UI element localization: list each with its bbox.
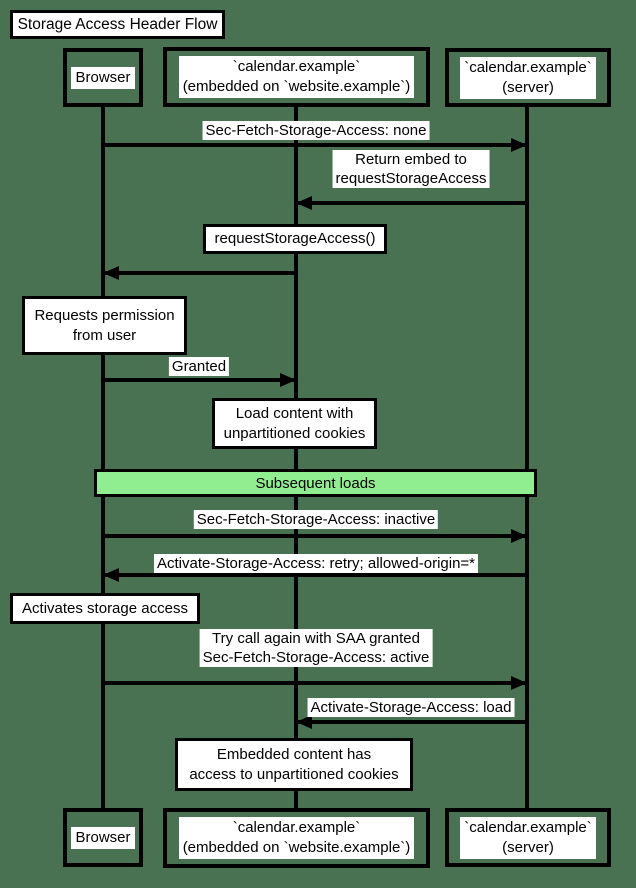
participant-top-embedded: `calendar.example` (embedded on `website… xyxy=(163,47,430,107)
message-label-m7-line2: Sec-Fetch-Storage-Access: active xyxy=(202,649,430,666)
note-requests-permission-line2: from user xyxy=(72,326,137,344)
participant-bottom-embedded-label: `calendar.example` (embedded on `website… xyxy=(178,817,415,859)
lifeline-browser xyxy=(101,105,105,810)
arrow-m2-line xyxy=(296,201,527,205)
message-label-m8: Activate-Storage-Access: load xyxy=(307,698,515,717)
message-label-m6: Activate-Storage-Access: retry; allowed-… xyxy=(153,554,479,573)
participant-top-browser: Browser xyxy=(63,48,143,107)
participant-bottom-server-line1: `calendar.example` xyxy=(464,818,592,836)
note-requests-permission-line1: Requests permission xyxy=(34,306,175,324)
arrow-m8-head-left-icon xyxy=(296,715,312,729)
participant-bottom-server-label: `calendar.example` (server) xyxy=(460,816,596,859)
arrow-m2-head-left-icon xyxy=(296,196,312,210)
note-activates-storage-text: Activates storage access xyxy=(22,599,188,617)
note-request-storage-access-text: requestStorageAccess() xyxy=(214,230,376,247)
message-label-m2-line2: requestStorageAccess xyxy=(335,170,487,187)
participant-bottom-browser-label: Browser xyxy=(71,826,135,849)
participant-bottom-embedded: `calendar.example` (embedded on `website… xyxy=(163,808,430,868)
note-embedded-access-line2: access to unpartitioned cookies xyxy=(189,765,399,783)
diagram-title: Storage Access Header Flow xyxy=(17,15,218,33)
participant-bottom-embedded-line1: `calendar.example` xyxy=(232,819,361,836)
note-activates-storage: Activates storage access xyxy=(10,593,200,624)
note-load-content: Load content with unpartitioned cookies xyxy=(212,398,377,449)
arrow-m3-head-left-icon xyxy=(103,266,119,280)
arrow-m1-line xyxy=(103,143,527,147)
participant-bottom-server: `calendar.example` (server) xyxy=(445,808,611,867)
participant-top-server-line1: `calendar.example` xyxy=(464,58,592,76)
message-label-m7-line1: Try call again with SAA granted xyxy=(212,630,420,647)
participant-bottom-server-line2: (server) xyxy=(502,838,554,856)
lifeline-embedded xyxy=(294,105,298,810)
message-label-m7: Try call again with SAA granted Sec-Fetc… xyxy=(199,629,433,667)
arrow-m7-line xyxy=(103,681,527,685)
message-label-m2-line1: Return embed to xyxy=(355,151,467,168)
note-embedded-access-line1: Embedded content has xyxy=(216,745,372,763)
arrow-m7-head-right-icon xyxy=(511,676,527,690)
note-request-storage-access: requestStorageAccess() xyxy=(203,224,387,254)
participant-bottom-embedded-line2: (embedded on `website.example`) xyxy=(182,839,411,856)
arrow-m1-head-right-icon xyxy=(511,138,527,152)
participant-top-embedded-line2: (embedded on `website.example`) xyxy=(182,78,411,95)
divider-subsequent-loads: Subsequent loads xyxy=(94,469,537,497)
participant-bottom-browser: Browser xyxy=(63,808,143,867)
participant-top-embedded-label: `calendar.example` (embedded on `website… xyxy=(178,56,415,98)
note-load-content-line1: Load content with xyxy=(235,404,354,422)
note-load-content-line2: unpartitioned cookies xyxy=(223,424,366,442)
arrow-m4-head-right-icon xyxy=(280,373,296,387)
arrow-m6-line xyxy=(103,573,527,577)
note-requests-permission: Requests permission from user xyxy=(22,296,187,355)
arrow-m4-line xyxy=(103,378,296,382)
message-label-m5: Sec-Fetch-Storage-Access: inactive xyxy=(193,510,439,529)
participant-top-server: `calendar.example` (server) xyxy=(445,48,611,107)
message-label-m2: Return embed to requestStorageAccess xyxy=(332,150,490,188)
participant-top-server-label: `calendar.example` (server) xyxy=(460,56,596,99)
divider-label: Subsequent loads xyxy=(255,474,376,492)
arrow-m8-line xyxy=(296,720,527,724)
arrow-m3-line xyxy=(103,271,296,275)
arrow-m5-line xyxy=(103,534,527,538)
arrow-m5-head-right-icon xyxy=(511,529,527,543)
participant-top-embedded-line1: `calendar.example` xyxy=(232,58,361,75)
diagram-title-box: Storage Access Header Flow xyxy=(10,10,225,39)
participant-top-browser-label: Browser xyxy=(71,66,135,89)
message-label-m4: Granted xyxy=(168,357,230,376)
lifeline-server xyxy=(525,105,529,810)
message-label-m1: Sec-Fetch-Storage-Access: none xyxy=(202,121,430,140)
participant-top-server-line2: (server) xyxy=(502,78,554,96)
arrow-m6-head-left-icon xyxy=(103,568,119,582)
note-embedded-access: Embedded content has access to unpartiti… xyxy=(175,738,413,791)
